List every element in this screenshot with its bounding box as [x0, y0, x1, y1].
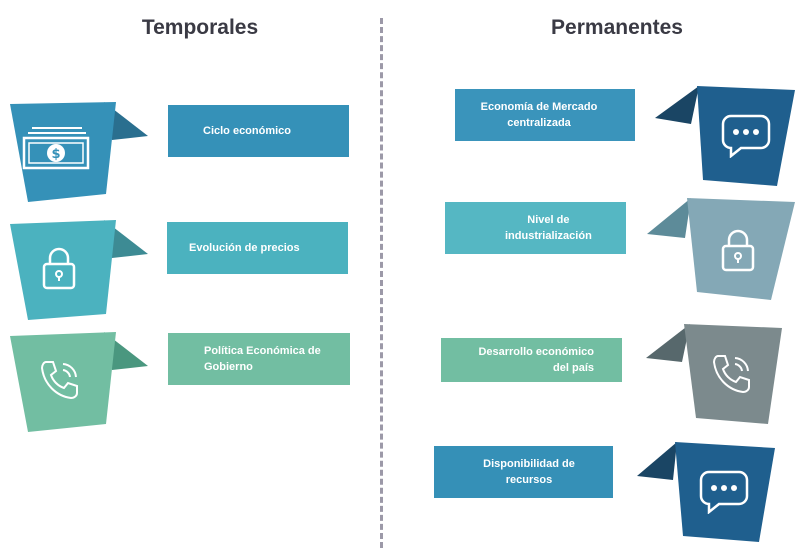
temporal-item-3-label-box: Política Económica de Gobierno	[168, 333, 350, 385]
temporal-item-1-tile: $	[8, 100, 148, 204]
temporal-item-3-label: Política Económica de Gobierno	[204, 345, 321, 373]
chat-bubble-icon	[699, 470, 749, 515]
lock-icon	[42, 246, 76, 290]
phone-call-icon	[710, 352, 754, 396]
lock-icon	[721, 228, 755, 272]
dashed-divider	[380, 18, 383, 548]
permanente-item-3-label-box: Desarrollo económico del país	[441, 338, 622, 382]
temporal-item-2-label-box: Evolución de precios	[167, 222, 348, 274]
temporal-item-1-label: Ciclo económico	[203, 125, 292, 137]
permanente-item-2-label-box: Nivel de industrialización	[445, 202, 626, 254]
heading-temporales: Temporales	[141, 16, 259, 39]
permanente-item-4-label: Disponibilidad de recursos	[483, 458, 575, 486]
temporal-item-2-label: Evolución de precios	[189, 242, 300, 254]
permanente-item-3-tile	[646, 322, 786, 426]
temporal-item-1-label-box: Ciclo económico	[168, 105, 349, 157]
permanente-item-1-label: Economía de Mercado centralizada	[480, 101, 598, 129]
permanente-item-4-tile	[637, 440, 779, 544]
permanente-item-2-label: Nivel de industrialización	[505, 214, 592, 242]
phone-call-icon	[38, 358, 82, 402]
heading-permanentes: Permanentes	[551, 16, 683, 39]
permanente-item-3-label: Desarrollo económico del país	[478, 346, 594, 374]
permanente-item-4-label-box: Disponibilidad de recursos	[434, 446, 613, 498]
permanente-item-1-label-box: Economía de Mercado centralizada	[455, 89, 635, 141]
permanente-item-2-tile	[647, 196, 797, 300]
svg-text:$: $	[51, 147, 60, 162]
chat-bubble-icon	[721, 114, 771, 159]
temporal-item-2-tile	[8, 218, 148, 322]
permanente-item-1-tile	[655, 84, 797, 188]
temporal-item-3-tile	[8, 330, 148, 434]
dollar-bill-icon: $	[22, 126, 90, 170]
